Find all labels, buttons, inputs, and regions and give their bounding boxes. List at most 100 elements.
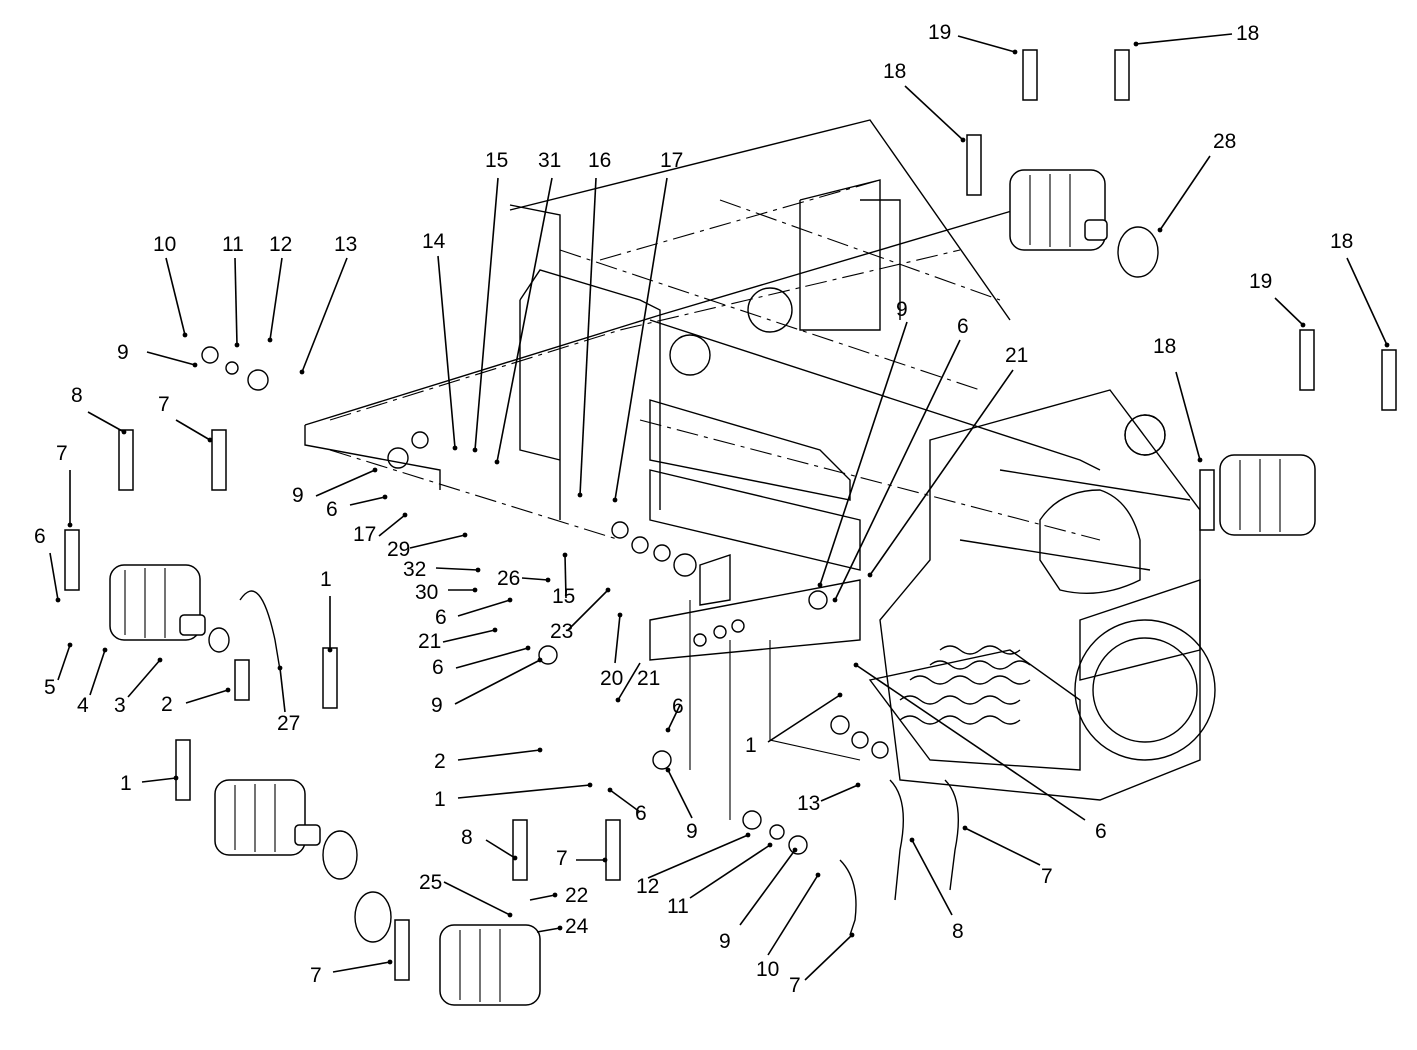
callout-label: 31 [538, 149, 561, 172]
leader-dot [1300, 322, 1306, 328]
leader-line [1346, 257, 1388, 346]
callout-label: 21 [1005, 344, 1028, 367]
leader-dot [387, 959, 393, 965]
leader-dot [665, 727, 671, 733]
leader-dot [1384, 342, 1390, 348]
leader-line [609, 789, 641, 813]
washers [201, 346, 1166, 855]
callout-label: 21 [418, 630, 441, 653]
leader-dot [55, 597, 61, 603]
leader-dot [815, 872, 821, 878]
leader-line [457, 784, 591, 799]
leader-line [269, 257, 283, 341]
callout-label: 18 [883, 60, 906, 83]
callout-label: 6 [1095, 820, 1107, 843]
leader-line [820, 784, 859, 802]
leader-dot [745, 832, 751, 838]
callout-label: 9 [431, 694, 443, 717]
callout-label: 21 [637, 667, 660, 690]
callout-label: 19 [1249, 270, 1272, 293]
pump-motor-lower-left [214, 779, 358, 880]
callout-label: 1 [434, 788, 446, 811]
callout-label: 7 [1041, 865, 1053, 888]
leader-line [57, 644, 71, 681]
leader-line [165, 257, 186, 336]
leader-line [435, 567, 479, 571]
leader-dot [817, 582, 823, 588]
leader-line [667, 704, 681, 731]
hose-fittings [64, 49, 1397, 981]
leader-line [529, 894, 556, 901]
leader-dot [492, 627, 498, 633]
leader-dot [525, 645, 531, 651]
pump-motor-bottom [354, 891, 541, 1006]
leader-dot [849, 932, 855, 938]
callout-label: 8 [71, 384, 83, 407]
leader-dot [853, 662, 859, 668]
callout-label: 9 [686, 820, 698, 843]
leader-dot [552, 892, 558, 898]
callout-label: 13 [797, 792, 820, 815]
callout-label: 10 [756, 958, 779, 981]
pump-motor-left [109, 564, 230, 653]
leader-dot [837, 692, 843, 698]
callout-label: 18 [1330, 230, 1353, 253]
callout-label: 7 [56, 442, 68, 465]
callout-label: 25 [419, 871, 442, 894]
leader-line [1175, 371, 1201, 461]
leader-line [855, 664, 1086, 821]
leader-line [279, 667, 286, 713]
callout-label: 3 [114, 694, 126, 717]
callout-label: 23 [550, 620, 573, 643]
leader-line [819, 321, 908, 586]
leader-line [496, 177, 553, 463]
leader-line [457, 599, 511, 617]
callout-label: 27 [277, 712, 300, 735]
callout-label: 16 [588, 149, 611, 172]
leader-dot [557, 925, 563, 931]
leader-dot [192, 362, 198, 368]
leader-dot [277, 665, 283, 671]
callout-label: 22 [565, 884, 588, 907]
callout-label: 32 [403, 558, 426, 581]
leader-line [689, 844, 771, 899]
leader-line [834, 339, 961, 601]
callout-labels: 19 18 18 28 15 31 16 17 10 11 12 13 14 9… [34, 21, 1353, 997]
leader-line [87, 411, 125, 433]
leader-line [767, 694, 841, 743]
leader-dot [382, 494, 388, 500]
leader-line [175, 419, 211, 441]
leader-dot [1012, 49, 1018, 55]
leader-dot [225, 687, 231, 693]
leader-dot [612, 497, 618, 503]
callout-label: 7 [556, 847, 568, 870]
leader-line [964, 827, 1041, 866]
leader-dot [832, 597, 838, 603]
callout-label: 1 [745, 734, 757, 757]
leader-line [647, 834, 749, 879]
leader-dot [299, 369, 305, 375]
leader-line [614, 177, 668, 501]
leader-dot [207, 437, 213, 443]
leader-dot [67, 522, 73, 528]
callout-label: 8 [461, 826, 473, 849]
leader-dot [855, 782, 861, 788]
leader-line [667, 769, 693, 819]
callout-label: 11 [222, 233, 244, 256]
leader-line [485, 839, 516, 859]
callout-label: 10 [153, 233, 176, 256]
callout-label: 9 [292, 484, 304, 507]
leader-line [1159, 155, 1211, 231]
callout-label: 20 [600, 667, 623, 690]
leader-line [349, 496, 386, 506]
callout-label: 7 [158, 393, 170, 416]
callout-label: 2 [161, 693, 173, 716]
leader-line [536, 927, 561, 933]
leader-dot [507, 912, 513, 918]
leader-dot [665, 767, 671, 773]
leader-line [904, 85, 964, 141]
leader-dot [462, 532, 468, 538]
callout-label: 28 [1213, 130, 1236, 153]
leader-dot [182, 332, 188, 338]
